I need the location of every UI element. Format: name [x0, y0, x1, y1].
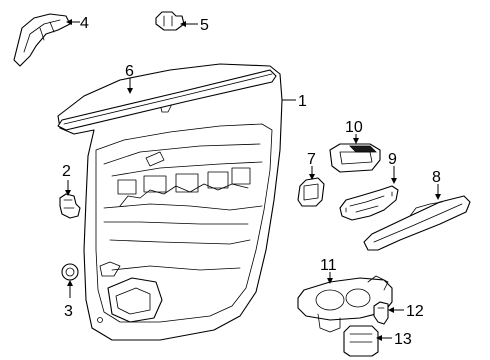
part-6-weatherstrip: [57, 69, 277, 131]
part-9-switch-bracket: [339, 185, 399, 221]
callout-3: 3: [64, 303, 73, 320]
part-11-cup-holder: [297, 275, 393, 333]
part-12-clip: [373, 301, 389, 325]
callout-9: 9: [388, 151, 397, 168]
callout-13: 13: [394, 331, 412, 348]
part-5-clip: [155, 11, 185, 31]
callout-1: 1: [298, 93, 307, 110]
callout-labels: 4 5 6 1 2 3 7 10 9 8 11 12 13: [62, 15, 441, 348]
callout-7: 7: [307, 151, 316, 168]
callout-5: 5: [200, 17, 209, 34]
callout-10: 10: [345, 119, 363, 136]
callout-12: 12: [406, 303, 424, 320]
leader-lines: [65, 19, 441, 341]
callout-8: 8: [432, 169, 441, 186]
callout-4: 4: [80, 15, 89, 32]
part-4-bracket: [13, 13, 71, 67]
part-8-armrest: [363, 195, 471, 251]
part-13-holder: [343, 325, 379, 357]
callout-6: 6: [125, 63, 134, 80]
part-7-bracket: [297, 177, 325, 207]
callout-11: 11: [320, 257, 337, 274]
part-10-switch-cover: [329, 143, 381, 173]
part-2-clip: [59, 193, 81, 219]
part-3-grommet: [61, 263, 79, 281]
part-1-door-trim-panel: [57, 63, 283, 341]
callout-2: 2: [62, 163, 71, 180]
